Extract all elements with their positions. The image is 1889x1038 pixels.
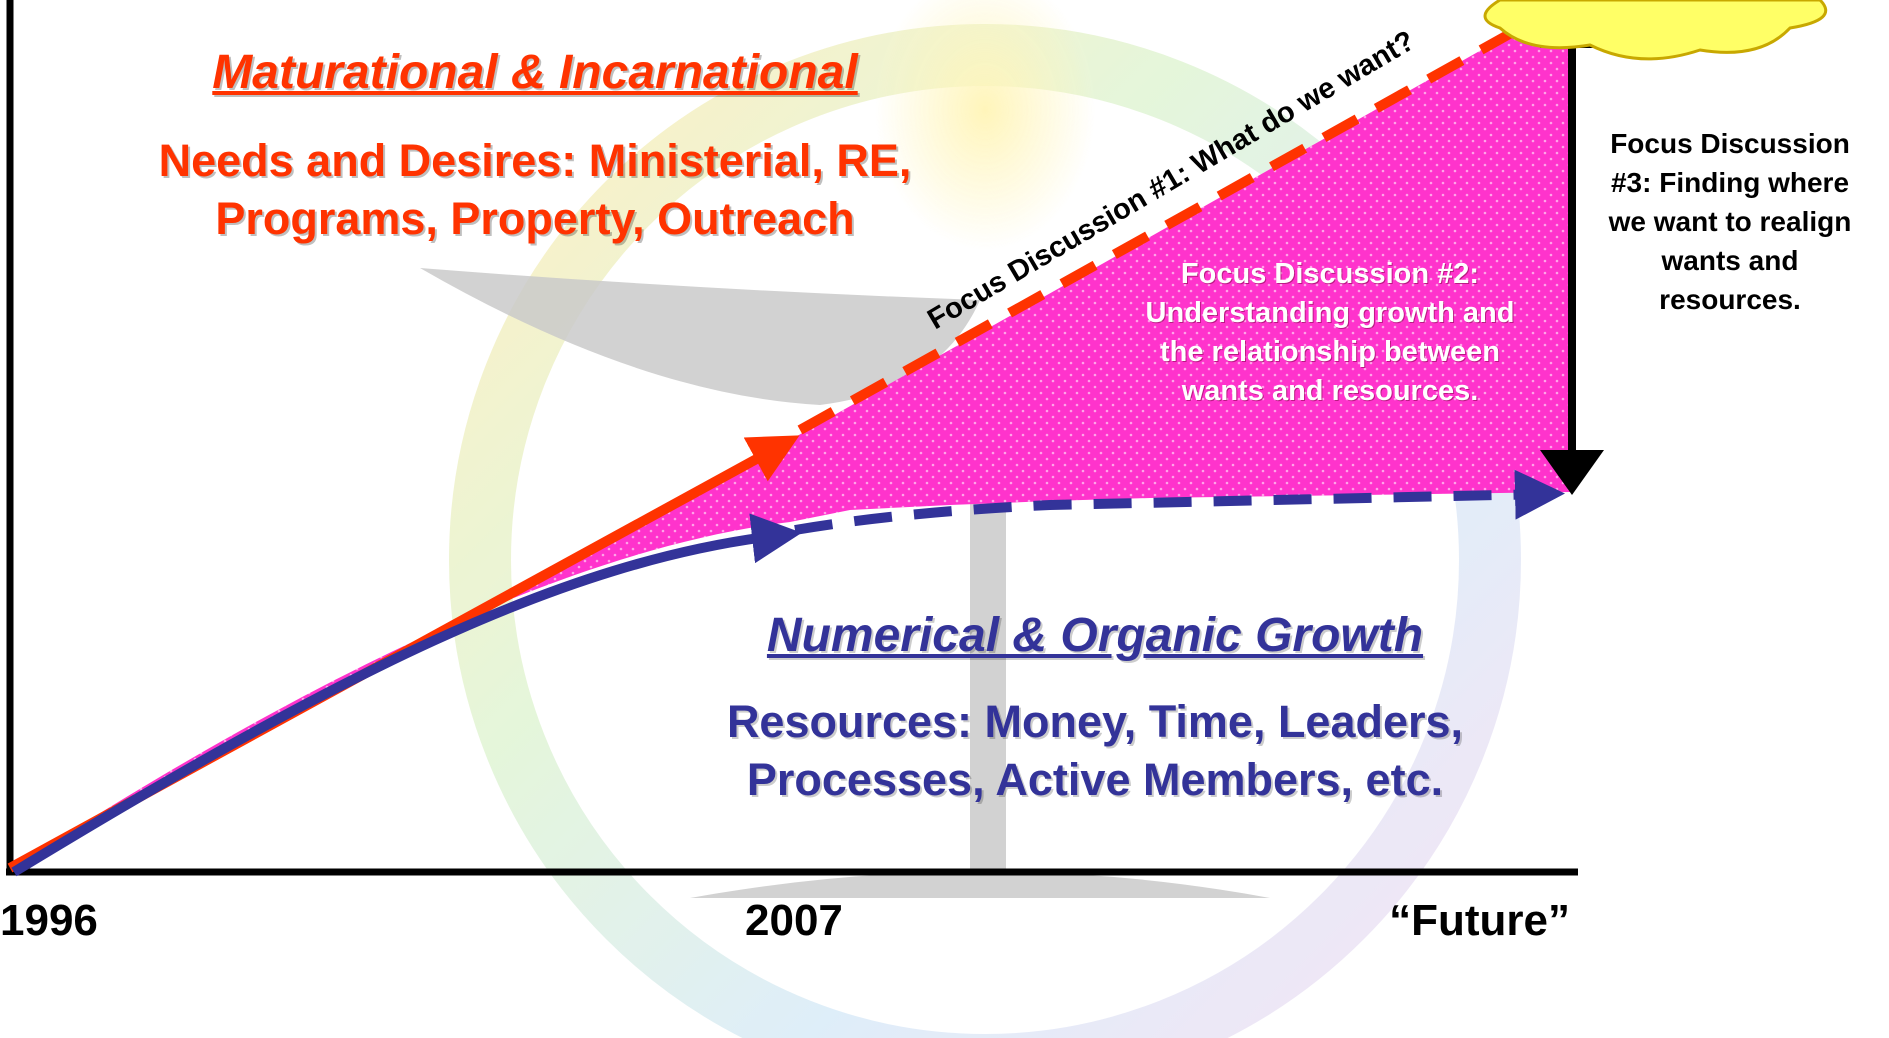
resources-line-2: Processes, Active Members, etc. [746, 754, 1444, 805]
resources-line-dashed [794, 469, 1565, 535]
needs-description: Needs and Desires: Ministerial, RE, Prog… [100, 132, 970, 248]
focus2-line-3: the relationship between [1160, 336, 1500, 368]
resources-line-1: Resources: Money, Time, Leaders, [726, 696, 1464, 747]
cloud-icon [1483, 0, 1828, 61]
focus-discussion-2: Focus Discussion #2: Understanding growt… [1110, 255, 1550, 411]
x-label-mid: 2007 [745, 896, 843, 945]
needs-line-dashed [797, 0, 1568, 435]
needs-line-2: Programs, Property, Outreach [215, 193, 855, 244]
focus2-line-4: wants and resources. [1181, 375, 1479, 407]
needs-heading: Maturational & Incarnational [212, 46, 858, 99]
resources-description: Resources: Money, Time, Leaders, Process… [660, 693, 1530, 809]
focus2-line-2: Understanding growth and [1145, 297, 1515, 329]
focus3-line-1: Focus Discussion [1610, 128, 1850, 159]
x-label-end: “Future” [1389, 896, 1570, 945]
focus3-line-4: wants and [1661, 245, 1799, 276]
focus3-line-3: we want to realign [1608, 206, 1852, 237]
needs-line-1: Needs and Desires: Ministerial, RE, [158, 135, 912, 186]
chalice-logo-icon [420, 0, 1521, 1038]
focus2-line-1: Focus Discussion #2: [1180, 258, 1480, 290]
focus3-line-5: resources. [1659, 284, 1801, 315]
focus3-line-2: #3: Finding where [1610, 167, 1850, 198]
focus-discussion-3: Focus Discussion #3: Finding where we wa… [1575, 124, 1885, 319]
x-label-start: 1996 [0, 896, 98, 945]
resources-heading: Numerical & Organic Growth [766, 609, 1424, 662]
resources-line-solid [11, 513, 802, 877]
